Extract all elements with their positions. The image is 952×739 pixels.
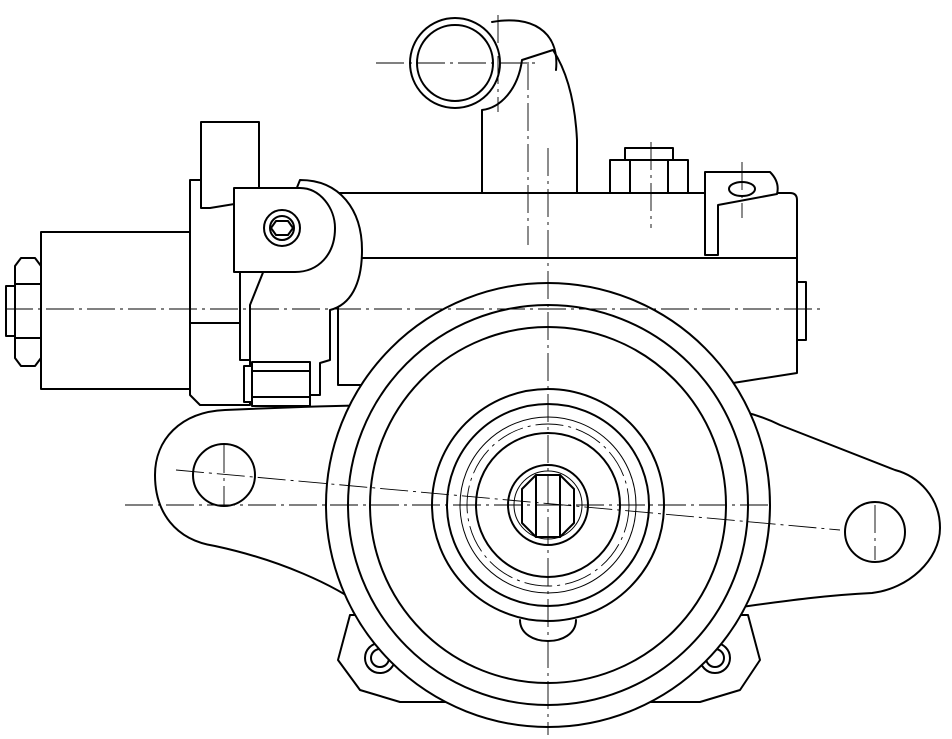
hex-boss bbox=[609, 147, 689, 194]
outlet-pipe bbox=[409, 17, 578, 194]
left-ear-hole bbox=[192, 443, 256, 507]
right-ear-hole bbox=[844, 501, 906, 563]
center-lines bbox=[5, 15, 876, 735]
side-plug bbox=[796, 281, 807, 341]
valve-assembly bbox=[40, 121, 363, 407]
solenoid-cylinder bbox=[40, 231, 194, 390]
clamp-block bbox=[233, 187, 336, 273]
shaft-hex-nut bbox=[521, 474, 575, 538]
left-hex-nut bbox=[5, 257, 42, 367]
